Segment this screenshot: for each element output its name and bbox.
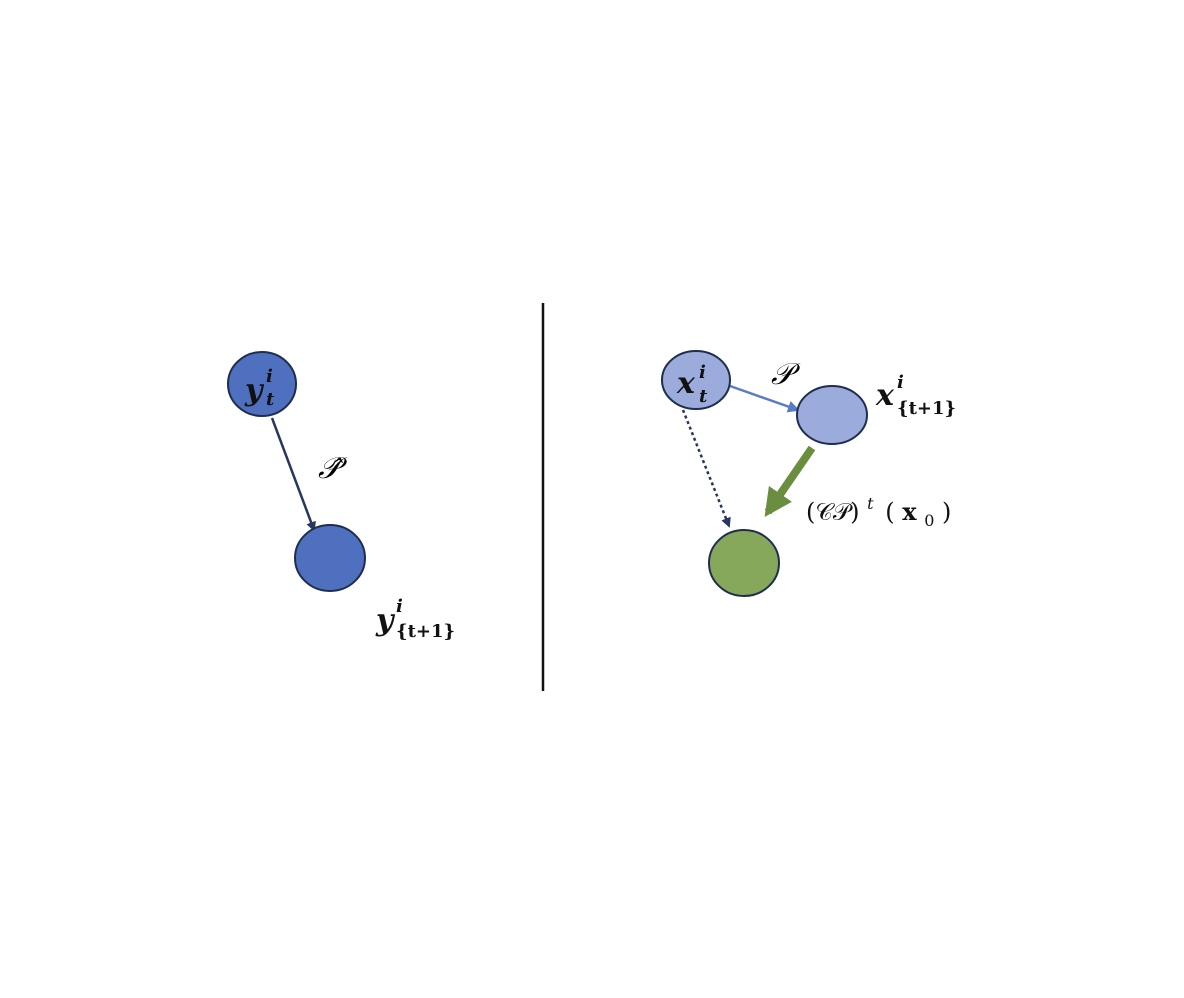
green-label-sup: t: [867, 494, 874, 513]
right-node-right-label: x: [875, 378, 895, 413]
right-node-top-label: x: [676, 366, 696, 401]
right-node-top-sub: t: [699, 386, 708, 407]
left-node-top: [227, 351, 297, 417]
left-node-top-sup: i: [266, 366, 273, 387]
right-edge-arrow: [729, 384, 800, 413]
right-node-green: [708, 529, 780, 597]
right-node-right-sub: {t+1}: [897, 398, 956, 419]
green-label-arg-sub: 0: [924, 511, 934, 530]
right-node-right: [796, 385, 868, 445]
green-label-prefix: (𝒞𝒫): [806, 498, 860, 526]
left-node-bottom-sup: i: [396, 596, 403, 617]
right-green-arrow: [764, 445, 816, 517]
right-dotted-arrow: [681, 409, 731, 528]
right-node-right-sup: i: [897, 372, 904, 393]
green-label-arg: x: [902, 497, 917, 526]
left-node-bottom: [294, 524, 366, 592]
green-transition-label: (𝒞𝒫) t ( x 0 ): [806, 487, 951, 532]
left-node-top-label: y: [244, 373, 265, 408]
left-node-bottom-sub: {t+1}: [396, 621, 455, 642]
right-node-top: [661, 350, 731, 410]
left-node-top-sub: t: [266, 389, 275, 410]
left-edge-arrow: [270, 417, 316, 532]
left-node-bottom-label: y: [375, 603, 396, 638]
right-edge-label: 𝒫: [771, 357, 801, 392]
left-edge-label: 𝒫̂: [318, 451, 348, 486]
green-label-close: ): [942, 498, 951, 526]
right-node-top-sup: i: [699, 362, 706, 383]
green-label-open: (: [885, 498, 894, 526]
